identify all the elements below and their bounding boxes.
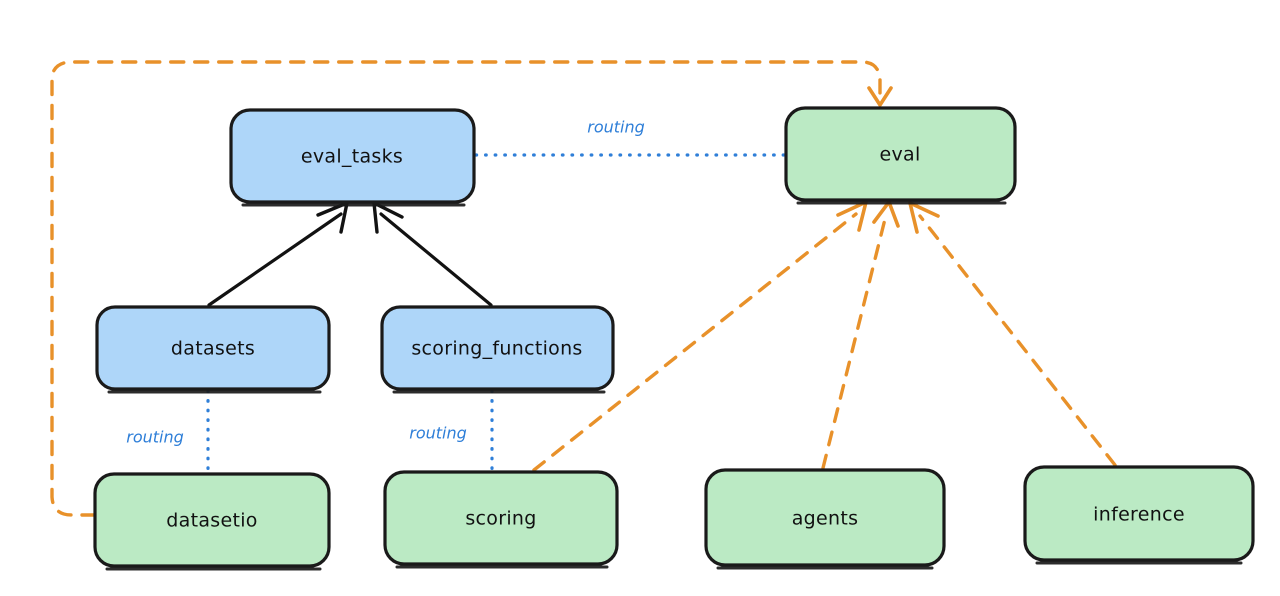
edge-label-routing-scoring_functions-scoring: routing [409,424,467,443]
edge-inference-eval-line [918,214,1117,467]
node-datasets-label: datasets [171,338,255,360]
node-inference[interactable]: inference [1023,465,1255,565]
node-scoring-label: scoring [465,508,536,530]
node-eval-label: eval [879,144,920,166]
node-datasetio-box [93,472,331,568]
node-agents-box [704,468,946,567]
node-datasetio[interactable]: datasetio [93,472,331,571]
node-inference-label: inference [1093,504,1185,526]
edge-eval-datasetio-arrowhead [867,86,893,107]
edge-agents-eval-arrowhead [872,200,900,228]
node-agents[interactable]: agents [704,468,946,570]
edge-datasets-eval_tasks-line [207,212,343,307]
edge-agents-eval [821,200,900,470]
node-scoring-functions-box [380,305,615,391]
node-eval-tasks[interactable]: eval_tasks [229,108,476,207]
node-agents-label: agents [792,508,859,530]
edge-inference-eval-arrowhead [908,201,940,234]
node-eval-tasks-box [229,108,476,204]
node-scoring-box [383,470,619,566]
edge-scoring_functions-eval_tasks [372,201,493,307]
node-eval-tasks-label: eval_tasks [301,146,403,168]
node-eval-box [784,106,1017,202]
edge-eval-datasetio [50,60,893,517]
node-scoring-functions[interactable]: scoring_functions [380,305,615,394]
node-scoring-functions-label: scoring_functions [411,338,582,360]
edge-scoring_functions-eval_tasks-line [379,212,493,307]
edge-scoring-eval-line [532,212,858,472]
edge-datasets-eval_tasks [207,201,349,307]
node-datasets-box [95,305,331,391]
node-inference-box [1023,465,1255,562]
node-datasetio-label: datasetio [166,510,257,532]
node-scoring[interactable]: scoring [383,470,619,569]
edge-eval-datasetio-line [50,60,882,517]
edge-agents-eval-line [821,213,888,470]
node-eval[interactable]: eval [784,106,1017,205]
edge-label-routing-datasets-datasetio: routing [126,428,184,447]
node-datasets[interactable]: datasets [95,305,331,394]
edge-inference-eval [908,201,1117,467]
edge-label-routing-eval_tasks-eval: routing [587,118,645,137]
